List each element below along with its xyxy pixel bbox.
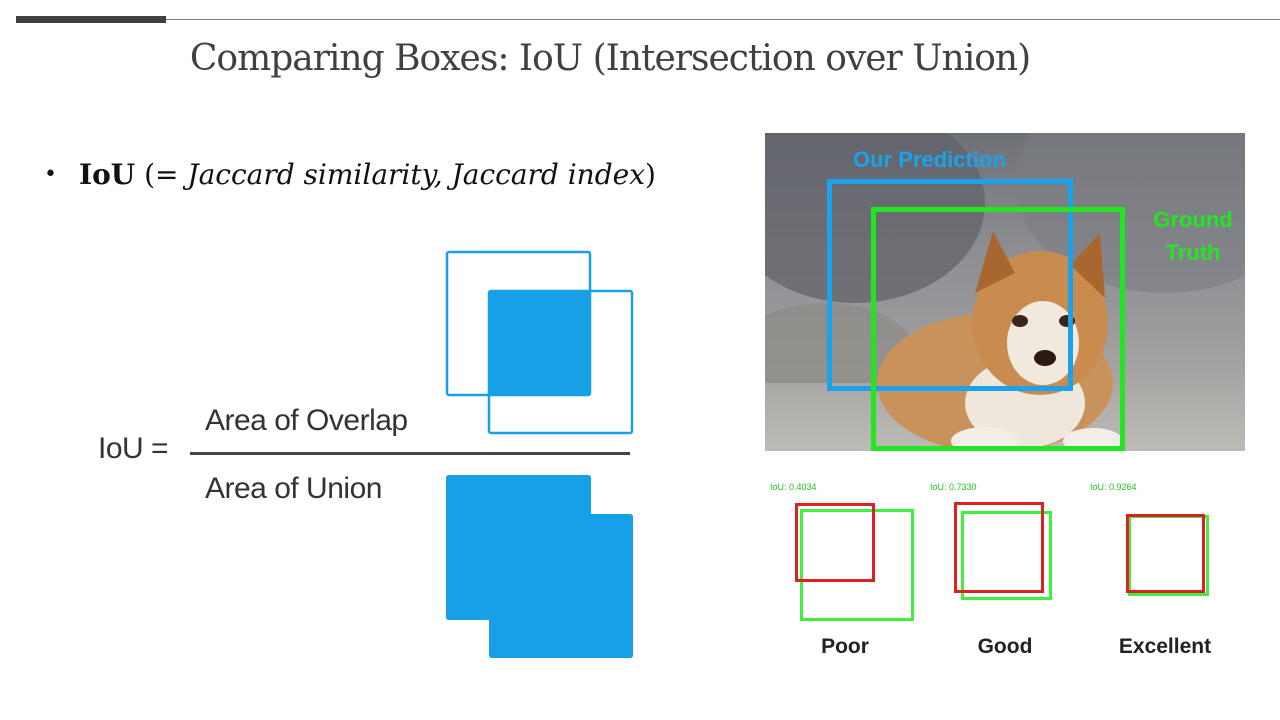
puppy-paw-right [1063, 428, 1123, 451]
ground-truth-box [800, 509, 914, 621]
iou-score: IoU: 0.9264 [1090, 482, 1137, 492]
prediction-box [795, 503, 875, 582]
quality-label: Good [977, 635, 1033, 658]
iou-example-poor: IoU: 0.4034 Poor [765, 480, 925, 665]
overlap-box-a [445, 250, 592, 397]
prediction-label: Our Prediction [853, 147, 1006, 172]
iou-score: IoU: 0.7330 [930, 482, 977, 492]
formula-lhs: IoU = [98, 432, 169, 465]
iou-score: IoU: 0.4034 [770, 482, 817, 492]
ground-truth-box [871, 207, 1125, 451]
prediction-box [954, 502, 1044, 593]
formula-numerator: Area of Overlap [205, 404, 408, 437]
iou-example-good: IoU: 0.7330 Good [925, 480, 1085, 665]
puppy-ear-right [1070, 233, 1105, 298]
quality-label: Excellent [1118, 635, 1212, 658]
ground-truth-box [961, 511, 1052, 600]
header-divider [166, 19, 1280, 20]
puppy-illustration [877, 231, 1123, 451]
bullet-dot-icon: • [44, 162, 57, 187]
union-region [446, 475, 633, 658]
bullet-iou-definition: • IoU (= Jaccard similarity, Jaccard inde… [44, 158, 656, 191]
prediction-box [1126, 514, 1205, 593]
ground-truth-label-line2: Truth [1165, 240, 1221, 265]
prediction-box [827, 179, 1073, 391]
puppy-ear-left [975, 231, 1015, 293]
bullet-close-paren: ) [645, 158, 656, 191]
slide-title: Comparing Boxes: IoU (Intersection over … [189, 38, 1031, 79]
quality-label: Poor [821, 635, 869, 658]
ground-truth-label-line1: Ground [1153, 207, 1233, 232]
puppy-nose [1034, 350, 1056, 366]
fraction-bar [190, 452, 630, 455]
ground-truth-label: Ground Truth [1141, 203, 1245, 269]
bullet-open-paren: ( [135, 158, 156, 191]
puppy-paw-left [951, 427, 1019, 451]
overlap-region [489, 291, 590, 395]
iou-example-excellent: IoU: 0.9264 Excellent [1085, 480, 1250, 665]
union-diagram [446, 475, 633, 658]
header-accent-bar [16, 16, 166, 23]
puppy-eye-left [1012, 315, 1028, 327]
overlap-box-b [487, 289, 634, 435]
puppy-detection-photo: Our Prediction Ground Truth [765, 133, 1245, 451]
formula-denominator: Area of Union [205, 472, 382, 505]
bullet-term: IoU [78, 158, 136, 191]
overlap-diagram [445, 250, 634, 435]
bullet-aside: = Jaccard similarity, Jaccard index [155, 158, 645, 191]
